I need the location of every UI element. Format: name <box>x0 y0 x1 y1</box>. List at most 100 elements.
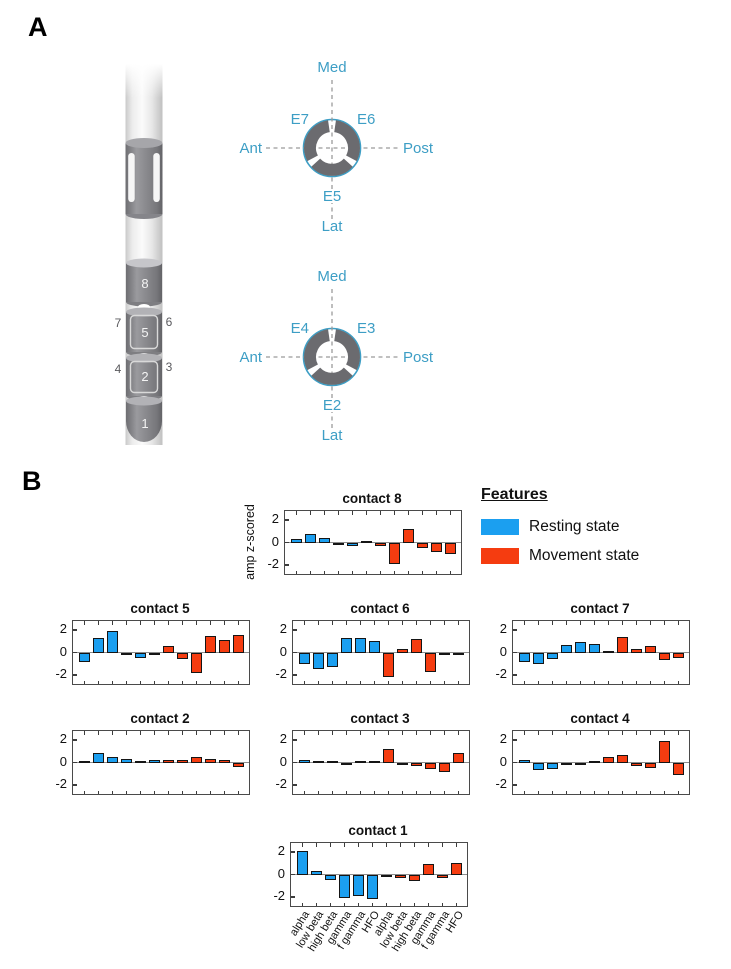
x-axis-tick <box>209 621 212 625</box>
panel-a-figure: 8 5 7 6 2 4 3 <box>115 59 434 445</box>
x-axis-tick <box>635 680 638 684</box>
x-axis-tick <box>295 570 298 574</box>
y-tick-label: 2 <box>279 620 287 636</box>
dir-lat-label: Lat <box>322 218 344 235</box>
e6-label: E6 <box>357 111 375 128</box>
x-axis-tick <box>295 511 298 515</box>
legend-label-resting: Resting state <box>529 518 620 535</box>
contact-5-number: 5 <box>141 325 148 340</box>
y-axis-tick <box>291 896 295 898</box>
x-axis-tick <box>593 790 596 794</box>
y-tick-label: -2 <box>273 888 285 903</box>
lead-contact-row-567: 5 7 6 <box>115 307 173 357</box>
y-axis-tick <box>293 761 297 764</box>
x-axis-tick <box>153 680 156 684</box>
y-axis-tick <box>513 761 517 764</box>
dir-lat-label: Lat <box>322 427 344 444</box>
x-axis-tick <box>317 621 320 625</box>
x-axis-tick <box>97 680 100 684</box>
x-axis-tick <box>111 680 114 684</box>
bar-movement-gamma <box>205 636 216 653</box>
bar-resting-alpha <box>299 760 310 763</box>
bar-movement-alpha <box>603 757 614 763</box>
contact-8-number: 8 <box>141 276 148 291</box>
x-axis-tick <box>415 621 418 625</box>
x-axis-tick <box>649 680 652 684</box>
y-tick-label: 2 <box>279 730 287 746</box>
x-axis-tick <box>209 790 212 794</box>
x-axis-tick <box>387 731 390 735</box>
x-axis-tick <box>523 680 526 684</box>
x-axis-tick <box>441 843 444 847</box>
bar-movement-low-beta <box>177 652 188 659</box>
x-axis-tick <box>357 902 360 906</box>
x-axis-tick <box>331 731 334 735</box>
chart-plot-area <box>512 730 690 795</box>
contact-7-number: 7 <box>115 316 122 330</box>
y-tick-label: 0 <box>499 643 507 659</box>
x-axis-tick <box>663 680 666 684</box>
y-tick-label: 0 <box>277 865 285 881</box>
bar-movement-alpha <box>375 542 386 546</box>
x-axis-tick <box>315 843 318 847</box>
bar-resting-alpha <box>79 652 90 662</box>
x-axis-tick <box>373 790 376 794</box>
x-axis-tick <box>421 570 424 574</box>
chart-title: contact 8 <box>342 491 402 506</box>
x-axis-tick <box>621 731 624 735</box>
y-axis-tick <box>513 651 517 654</box>
y-axis-tick <box>291 851 295 853</box>
bar-resting-alpha <box>519 652 530 662</box>
bar-resting-gamma <box>561 762 572 765</box>
bar-resting-HFO <box>589 643 600 653</box>
chart-title: contact 6 <box>350 601 410 616</box>
x-axis-tick <box>237 731 240 735</box>
bar-movement-gamma <box>423 864 434 875</box>
x-axis-tick <box>607 621 610 625</box>
x-axis-tick <box>331 680 334 684</box>
bar-resting-gamma <box>121 652 132 655</box>
y-tick-label: -2 <box>495 666 507 681</box>
y-axis-tick <box>285 541 289 544</box>
x-axis-tick <box>309 570 312 574</box>
x-axis-tick <box>343 843 346 847</box>
x-axis-tick <box>317 680 320 684</box>
x-axis-tick <box>565 731 568 735</box>
bar-resting-high-beta <box>547 762 558 769</box>
x-axis-tick <box>309 511 312 515</box>
x-axis-tick <box>365 570 368 574</box>
x-axis-tick <box>195 680 198 684</box>
bar-resting-low-beta <box>533 652 544 664</box>
x-axis-tick <box>181 790 184 794</box>
y-axis-label: amp z-scored <box>243 504 257 580</box>
bar-movement-f-gamma <box>659 741 670 763</box>
x-axis-tick <box>343 902 346 906</box>
y-axis-tick <box>293 784 297 786</box>
x-axis-tick <box>125 680 128 684</box>
bar-movement-alpha <box>383 652 394 678</box>
x-axis-tick <box>415 731 418 735</box>
x-axis-tick <box>139 790 142 794</box>
x-axis-tick <box>401 790 404 794</box>
x-axis-tick <box>663 731 666 735</box>
bar-resting-alpha <box>519 760 530 763</box>
bar-resting-alpha <box>291 539 302 543</box>
y-axis-tick <box>73 651 77 654</box>
x-axis-tick <box>359 680 362 684</box>
y-axis-tick <box>73 739 77 741</box>
x-axis-tick <box>663 790 666 794</box>
bar-resting-low-beta <box>533 762 544 770</box>
x-axis-tick <box>303 621 306 625</box>
bar-resting-HFO <box>149 652 160 656</box>
y-axis-tick <box>513 739 517 741</box>
bar-movement-HFO <box>673 762 684 775</box>
x-axis-tick <box>399 902 402 906</box>
bar-movement-high-beta <box>191 757 202 763</box>
x-axis-tick <box>337 570 340 574</box>
bar-movement-high-beta <box>411 762 422 767</box>
y-tick-label: 2 <box>59 730 67 746</box>
